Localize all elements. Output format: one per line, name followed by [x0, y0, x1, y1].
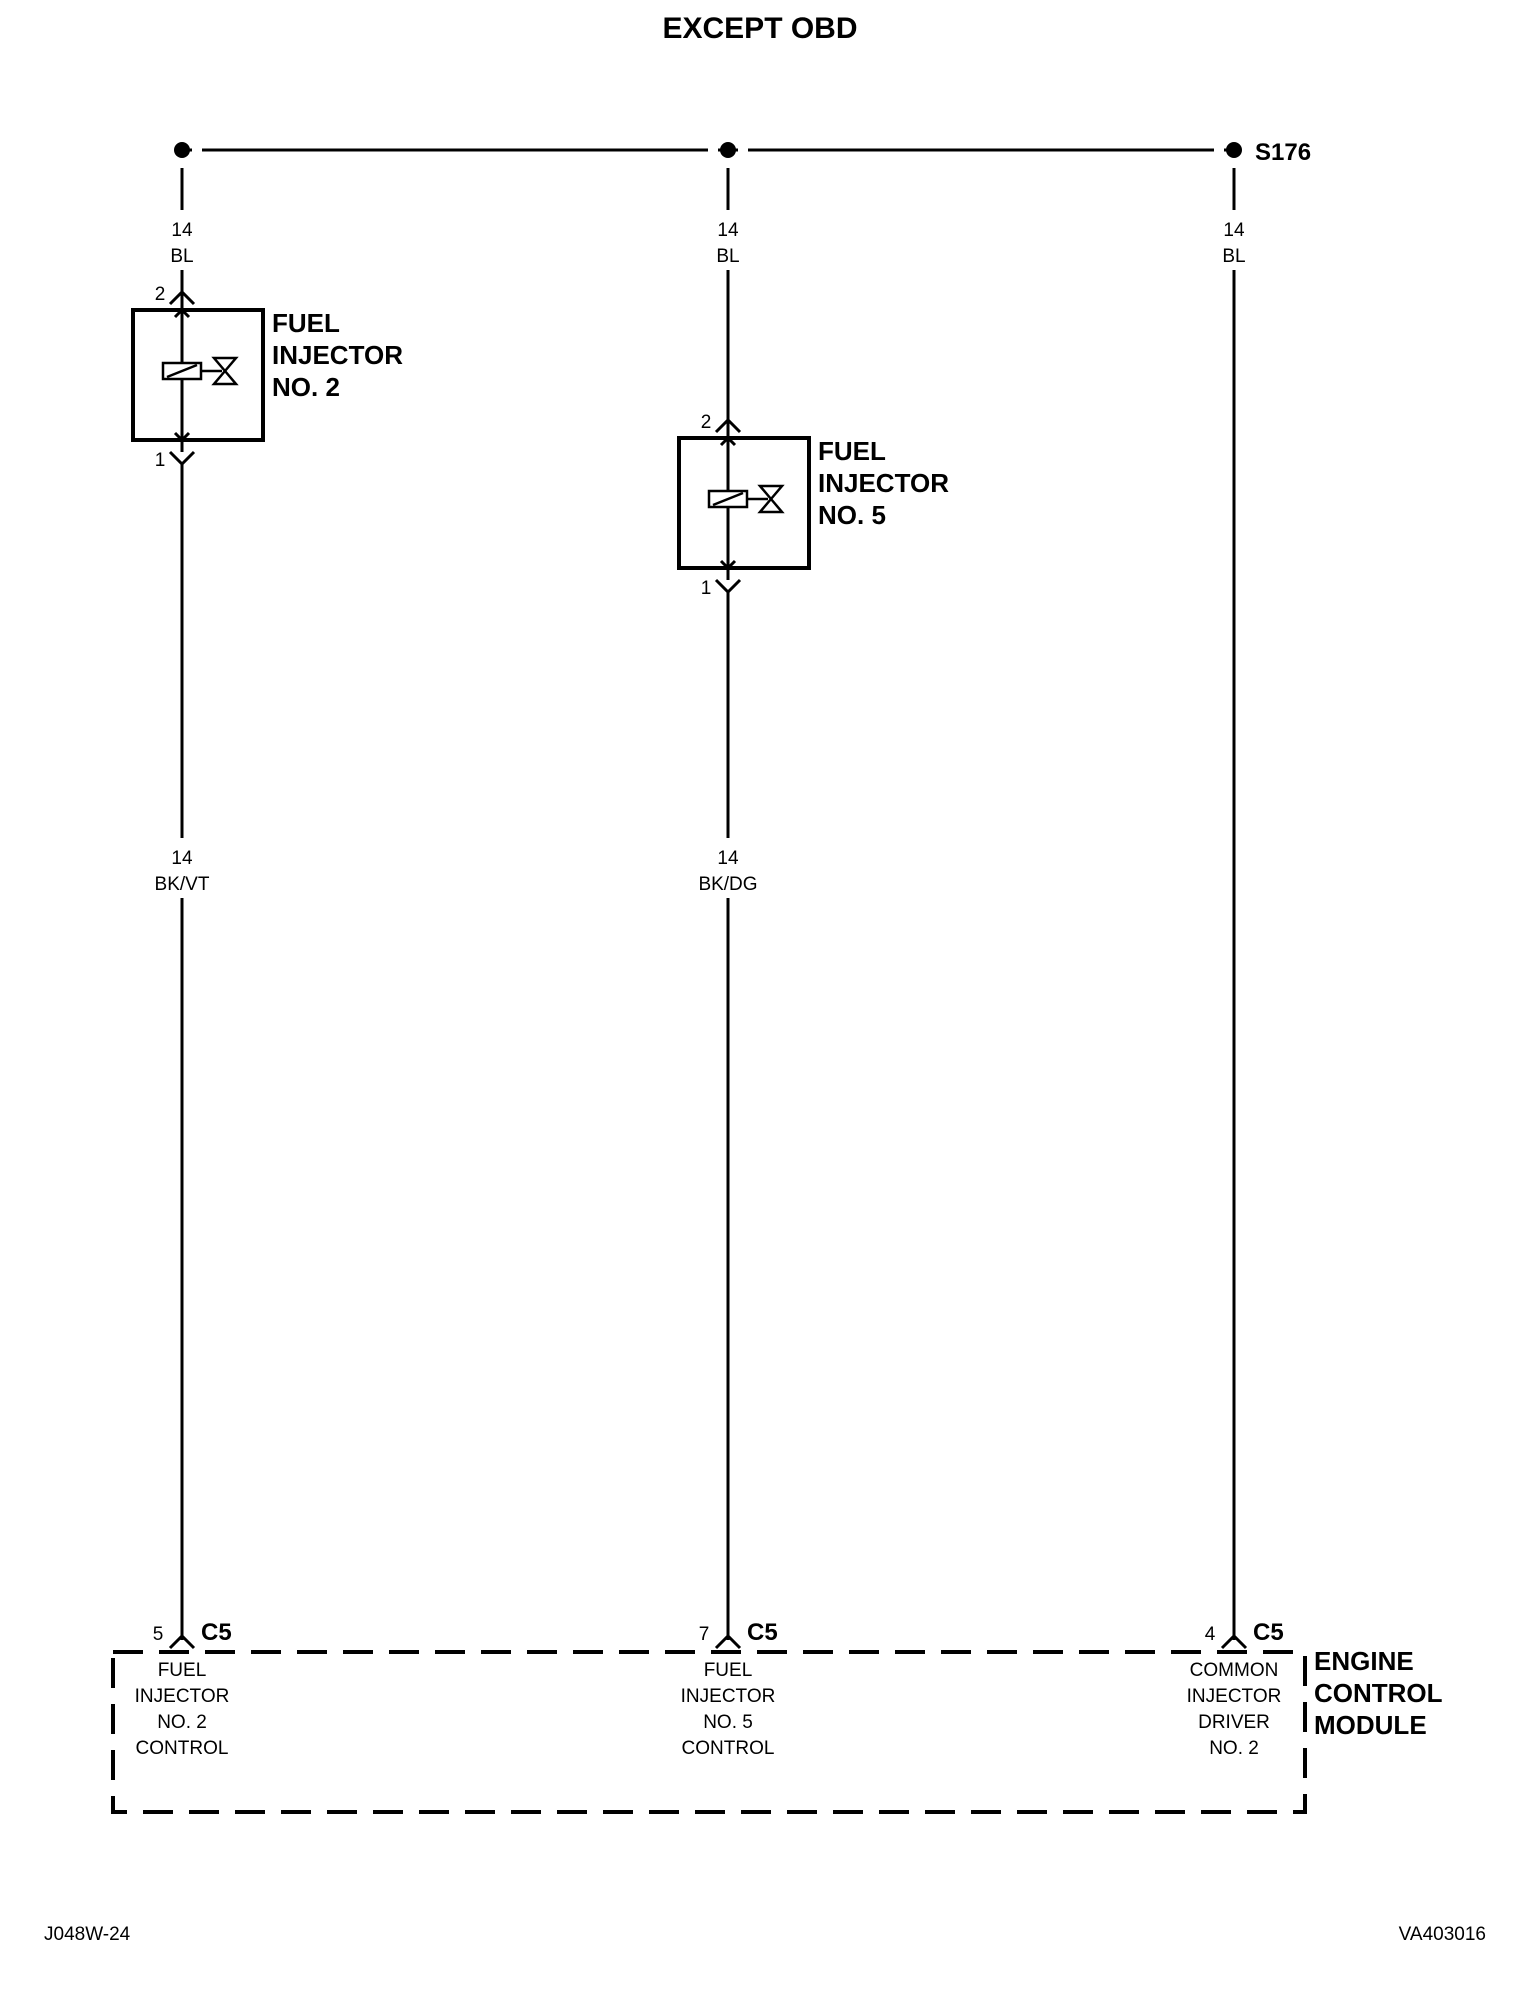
- wire-gauge-low-left: 14: [171, 848, 193, 869]
- injector-2-pin-bottom: 1: [155, 450, 166, 471]
- ecm-pin-7-number: 7: [699, 1624, 710, 1645]
- injector-2-label-line2: INJECTOR: [272, 340, 403, 370]
- splice-dot-mid: [720, 142, 736, 158]
- ecm-pin-5-function-line3: NO. 2: [157, 1712, 207, 1733]
- ecm-pin-5-function-line2: INJECTOR: [135, 1686, 230, 1707]
- ecm-pin-4-function-line4: NO. 2: [1209, 1738, 1259, 1759]
- injector-5-pin-top: 2: [701, 412, 712, 433]
- ecm-pin-7-connector: [714, 1633, 742, 1650]
- ecm-pin-4-function-line1: COMMON: [1190, 1660, 1279, 1681]
- ecm-pin-4-number: 4: [1205, 1624, 1216, 1645]
- wire-color-top-left: BL: [170, 246, 193, 267]
- ecm-pin-5-connector: [168, 1633, 196, 1650]
- solenoid-valve-icon: [161, 356, 239, 386]
- wire-color-low-left: BK/VT: [155, 874, 210, 895]
- injector-5-label-line1: FUEL: [818, 436, 886, 466]
- ecm-pin-5-function-line4: CONTROL: [136, 1738, 229, 1759]
- injector-5-label-line2: INJECTOR: [818, 468, 949, 498]
- ecm-pin-7-function-line3: NO. 5: [703, 1712, 753, 1733]
- wire-gauge-top-left: 14: [171, 220, 193, 241]
- wire-color-top-mid: BL: [716, 246, 739, 267]
- ecm-pin-5-connector-label: C5: [201, 1619, 232, 1646]
- ecm-pin-5-number: 5: [153, 1624, 164, 1645]
- injector-2-label-line3: NO. 2: [272, 372, 340, 402]
- splice-dot-right: [1226, 142, 1242, 158]
- ecm-pin-7-function-line4: CONTROL: [682, 1738, 775, 1759]
- wire-color-top-right: BL: [1222, 246, 1245, 267]
- diagram-title: EXCEPT OBD: [662, 12, 857, 45]
- footer-right-code: VA403016: [1399, 1924, 1486, 1945]
- ecm-pin-4-connector: [1220, 1633, 1248, 1650]
- ecm-pin-4-function-line3: DRIVER: [1198, 1712, 1270, 1733]
- ecm-pin-7-connector-label: C5: [747, 1619, 778, 1646]
- injector-5-label-line3: NO. 5: [818, 500, 886, 530]
- injector-2-label-line1: FUEL: [272, 308, 340, 338]
- ecm-label-line2: CONTROL: [1314, 1678, 1443, 1708]
- injector-5-pin-bottom: 1: [701, 578, 712, 599]
- ecm-pin-7-function-line1: FUEL: [704, 1660, 753, 1681]
- splice-dot-left: [174, 142, 190, 158]
- ecm-pin-7-function-line2: INJECTOR: [681, 1686, 776, 1707]
- wire-gauge-low-mid: 14: [717, 848, 739, 869]
- fuel-injector-2: [131, 289, 265, 467]
- solenoid-valve-icon: [707, 484, 785, 514]
- splice-label: S176: [1255, 139, 1311, 166]
- fuel-injector-5: [677, 417, 811, 595]
- footer-left-code: J048W-24: [44, 1924, 131, 1945]
- ecm-pin-4-function-line2: INJECTOR: [1187, 1686, 1282, 1707]
- injector-2-pin-top: 2: [155, 284, 166, 305]
- splice-bus: [174, 142, 1242, 158]
- ecm-pin-4-connector-label: C5: [1253, 1619, 1284, 1646]
- wire-gauge-top-right: 14: [1223, 220, 1245, 241]
- ecm-label-line1: ENGINE: [1314, 1646, 1414, 1676]
- wire-color-low-mid: BK/DG: [698, 874, 757, 895]
- ecm-pin-5-function-line1: FUEL: [158, 1660, 207, 1681]
- wire-gauge-top-mid: 14: [717, 220, 739, 241]
- engine-control-module-box: [111, 1650, 1307, 1814]
- ecm-label-line3: MODULE: [1314, 1710, 1427, 1740]
